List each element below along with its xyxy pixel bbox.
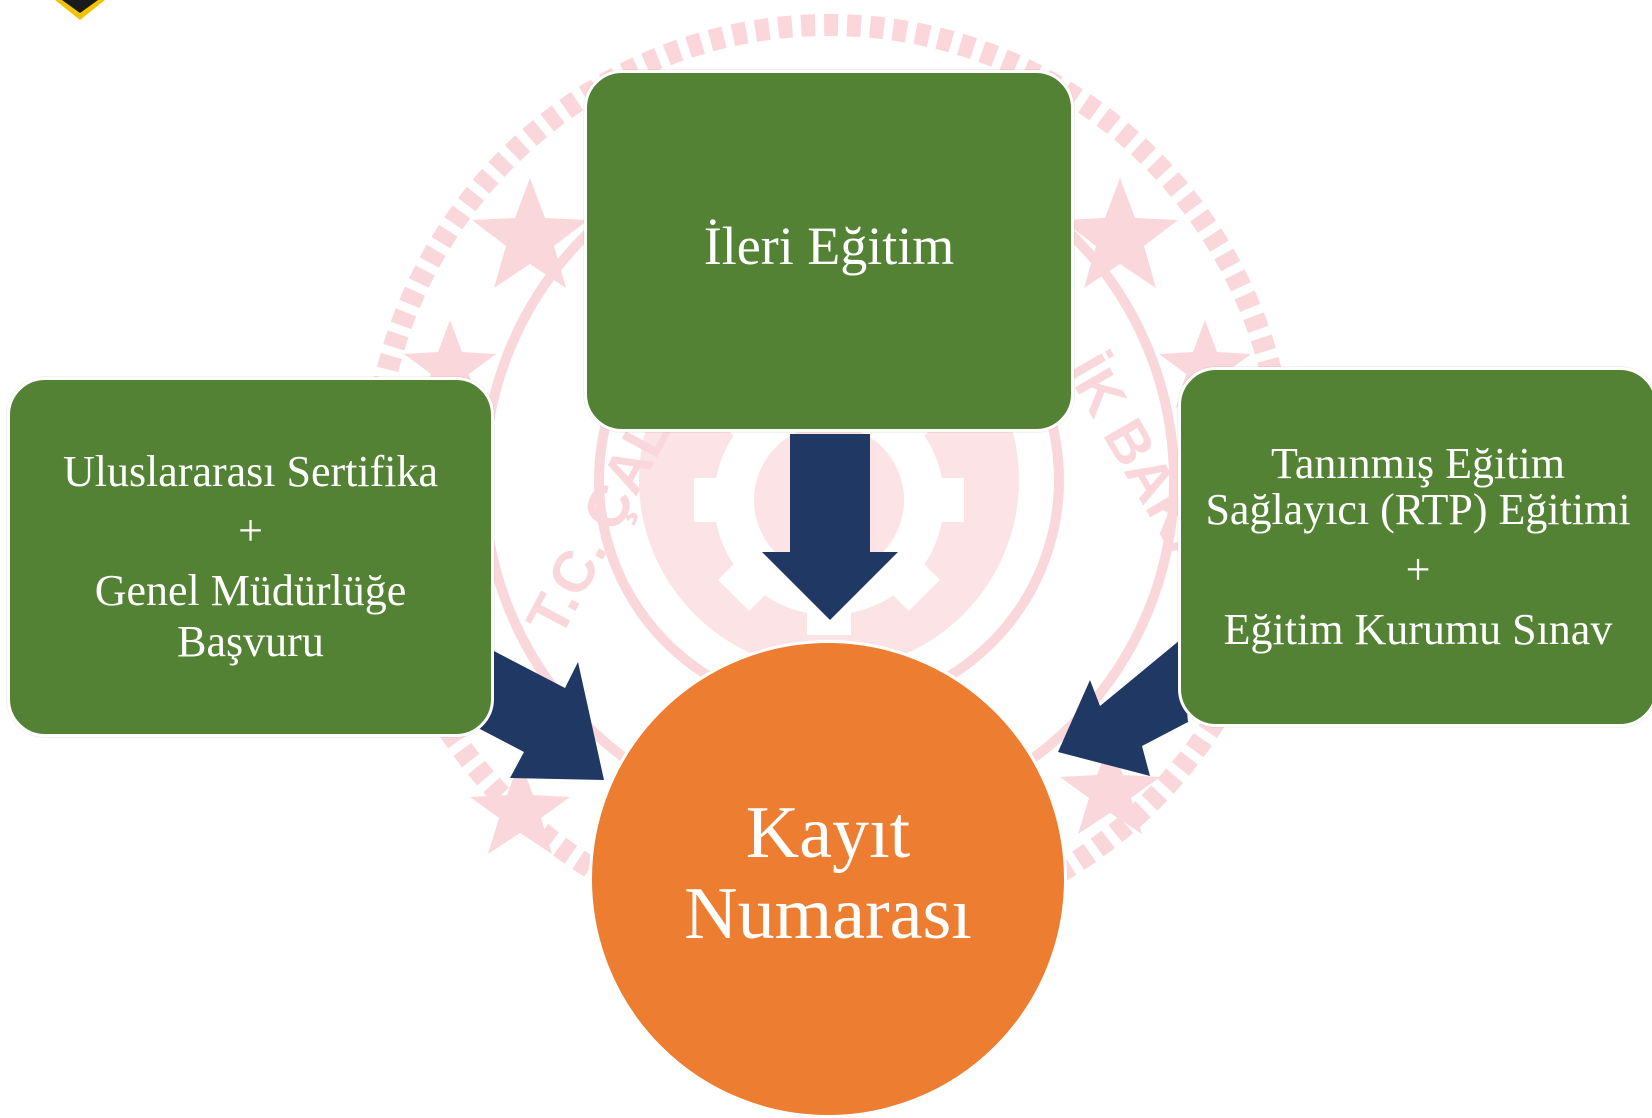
box-left-line3: Başvuru xyxy=(177,616,324,666)
box-international-certificate: Uluslararası Sertifika + Genel Müdürlüğe… xyxy=(7,377,494,737)
box-rtp-training: Tanınmış Eğitim Sağlayıcı (RTP) Eğitimi … xyxy=(1178,367,1652,727)
arrow-right-to-circle-icon xyxy=(1058,640,1188,776)
circle-line1: Kayıt xyxy=(745,792,911,874)
star-icon xyxy=(1159,320,1251,408)
registration-number-circle: Kayıt Numarası xyxy=(589,640,1067,1118)
arrow-left-to-circle-icon xyxy=(478,650,604,780)
box-advanced-training: İleri Eğitim xyxy=(584,70,1074,432)
box-right-line1: Tanınmış Eğitim xyxy=(1271,438,1565,488)
box-left-plus: + xyxy=(238,506,263,556)
box-right-line3: Eğitim Kurumu Sınav xyxy=(1223,604,1613,654)
corner-logo-icon xyxy=(55,0,105,20)
star-icon xyxy=(1062,178,1178,288)
box-left-line1: Uluslararası Sertifika xyxy=(62,446,439,496)
star-icon xyxy=(472,178,588,288)
box-right-line2: Sağlayıcı (RTP) Eğitimi xyxy=(1205,485,1631,535)
box-right-plus: + xyxy=(1405,544,1431,594)
circle-line2: Numarası xyxy=(684,873,972,956)
arrow-down-icon xyxy=(762,434,898,620)
box-top-line1: İleri Eğitim xyxy=(703,216,955,276)
star-icon xyxy=(404,320,496,408)
star-icon xyxy=(1060,740,1160,834)
star-icon xyxy=(470,760,570,854)
box-left-line2: Genel Müdürlüğe xyxy=(94,566,407,616)
